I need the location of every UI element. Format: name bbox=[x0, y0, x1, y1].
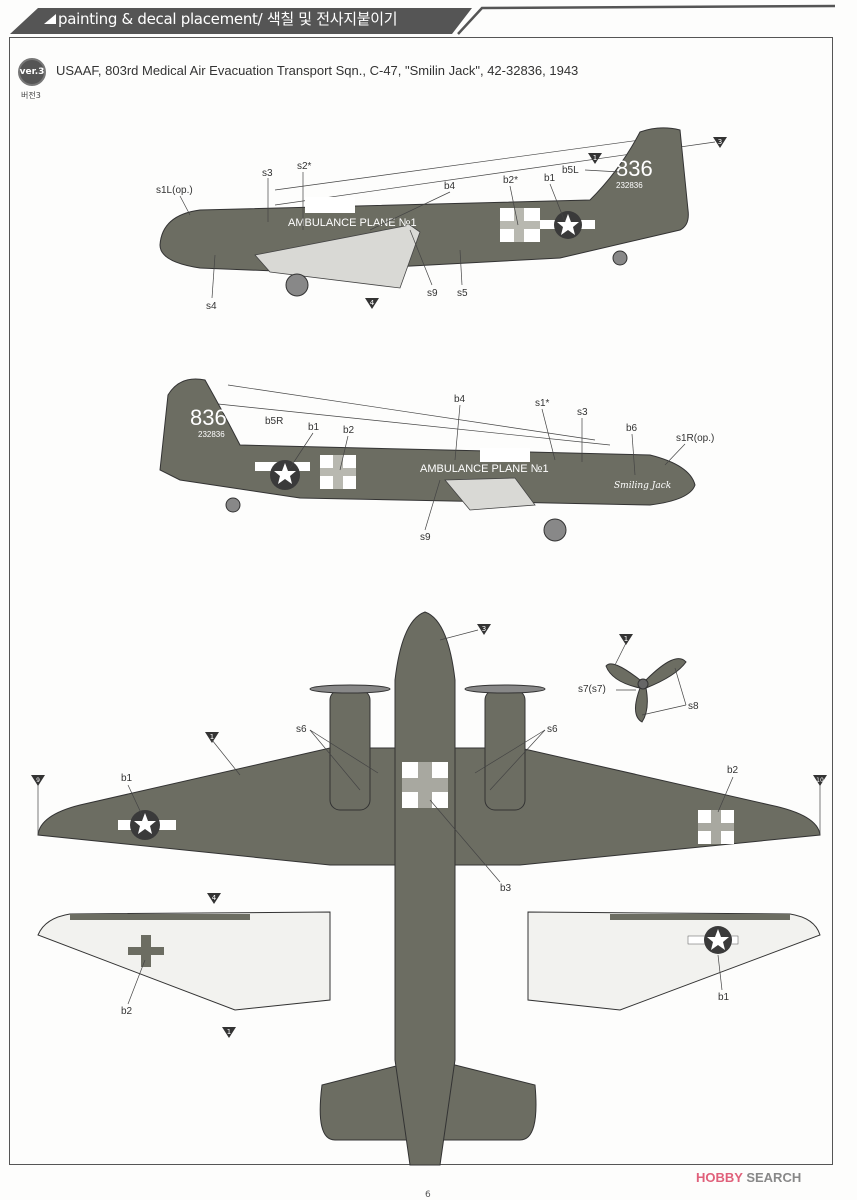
label-s9: s9 bbox=[420, 532, 431, 543]
label-b4: b4 bbox=[454, 394, 466, 405]
label-s3: s3 bbox=[262, 168, 273, 179]
watermark-logo: HOBBY SEARCH bbox=[696, 1170, 801, 1185]
callout-3: 3 bbox=[477, 624, 491, 635]
callout-10: 10 bbox=[813, 775, 827, 786]
callout-1: 1 bbox=[222, 1027, 236, 1038]
label-b4: b4 bbox=[444, 181, 456, 192]
callout-1: 1 bbox=[588, 153, 602, 164]
svg-text:1: 1 bbox=[624, 635, 628, 643]
callout-4: 4 bbox=[207, 893, 221, 904]
label-s6-right: s6 bbox=[547, 724, 558, 735]
header-banner bbox=[10, 4, 836, 35]
label-b5r: b5R bbox=[265, 416, 283, 427]
main-wheel bbox=[285, 273, 309, 297]
propeller-detail: 1 s7(s7) s8 bbox=[578, 634, 699, 723]
callout-3: 3 bbox=[713, 137, 727, 148]
fuselage-text: AMBULANCE PLANE №1 bbox=[420, 463, 549, 475]
svg-text:1: 1 bbox=[210, 733, 214, 741]
wing-underside bbox=[254, 224, 421, 289]
label-s7: s7(s7) bbox=[578, 684, 606, 695]
section-title: painting & decal placement/ 색칠 및 전사지붙이기 bbox=[58, 10, 398, 28]
under-wing-left: 4 1 b2 bbox=[37, 893, 331, 1038]
label-b3: b3 bbox=[500, 883, 512, 894]
label-s8: s8 bbox=[688, 701, 699, 712]
svg-text:4: 4 bbox=[370, 299, 375, 307]
callout-1: 1 bbox=[619, 634, 633, 645]
top-view: 9 10 1 3 s6 s6 b1 b2 b3 bbox=[31, 611, 827, 1166]
tail-number: 836 bbox=[616, 156, 653, 181]
svg-text:4: 4 bbox=[212, 894, 217, 902]
label-s1l: s1L(op.) bbox=[156, 185, 193, 196]
callout-4: 4 bbox=[365, 298, 379, 309]
svg-text:3: 3 bbox=[482, 625, 486, 633]
label-b1: b1 bbox=[121, 773, 133, 784]
label-s9: s9 bbox=[427, 288, 438, 299]
callout-9: 9 bbox=[31, 775, 45, 786]
label-s2: s2* bbox=[297, 161, 312, 172]
propeller bbox=[309, 684, 391, 694]
fuselage-text: AMBULANCE PLANE №1 bbox=[288, 217, 417, 229]
nose-art: Smiling Jack bbox=[614, 481, 671, 491]
label-s4: s4 bbox=[206, 301, 217, 312]
label-b2: b2 bbox=[727, 765, 739, 776]
label-b6: b6 bbox=[626, 423, 638, 434]
svg-text:1: 1 bbox=[593, 154, 597, 162]
version-sub-label: 버전3 bbox=[21, 91, 41, 100]
tail-number: 836 bbox=[190, 405, 227, 430]
label-b2: b2 bbox=[121, 1006, 133, 1017]
left-side-view: 836 232836 AMBULANCE PLANE №1 s1L(op.) s… bbox=[156, 127, 727, 312]
label-b5l: b5L bbox=[562, 165, 579, 176]
svg-text:3: 3 bbox=[718, 138, 722, 146]
label-b1: b1 bbox=[308, 422, 320, 433]
watermark-text: SEARCH bbox=[742, 1170, 802, 1185]
page-number: 6 bbox=[425, 1190, 431, 1200]
callout-1: 1 bbox=[205, 732, 219, 743]
serial-number: 232836 bbox=[198, 430, 225, 439]
label-s3: s3 bbox=[577, 407, 588, 418]
under-wing-right: b1 bbox=[527, 911, 821, 1011]
svg-text:9: 9 bbox=[36, 777, 40, 784]
triangle-icon bbox=[44, 14, 56, 24]
antenna-wire bbox=[274, 139, 641, 191]
svg-text:10: 10 bbox=[816, 777, 824, 784]
label-b1: b1 bbox=[544, 173, 556, 184]
scheme-description: USAAF, 803rd Medical Air Evacuation Tran… bbox=[56, 63, 579, 78]
label-s1r: s1R(op.) bbox=[676, 433, 714, 444]
label-s6-left: s6 bbox=[296, 724, 307, 735]
label-s5: s5 bbox=[457, 288, 468, 299]
svg-text:1: 1 bbox=[227, 1028, 231, 1036]
version-badge: ver.3 bbox=[18, 58, 46, 86]
cross-marking bbox=[305, 197, 355, 213]
label-b2: b2* bbox=[503, 175, 518, 186]
watermark-brand: HOBBY bbox=[696, 1170, 743, 1185]
label-b2: b2 bbox=[343, 425, 355, 436]
right-side-view: 836 232836 AMBULANCE PLANE №1 Smiling Ja… bbox=[159, 378, 714, 543]
label-b1: b1 bbox=[718, 992, 730, 1003]
serial-number: 232836 bbox=[616, 181, 643, 190]
label-s1: s1* bbox=[535, 398, 550, 409]
